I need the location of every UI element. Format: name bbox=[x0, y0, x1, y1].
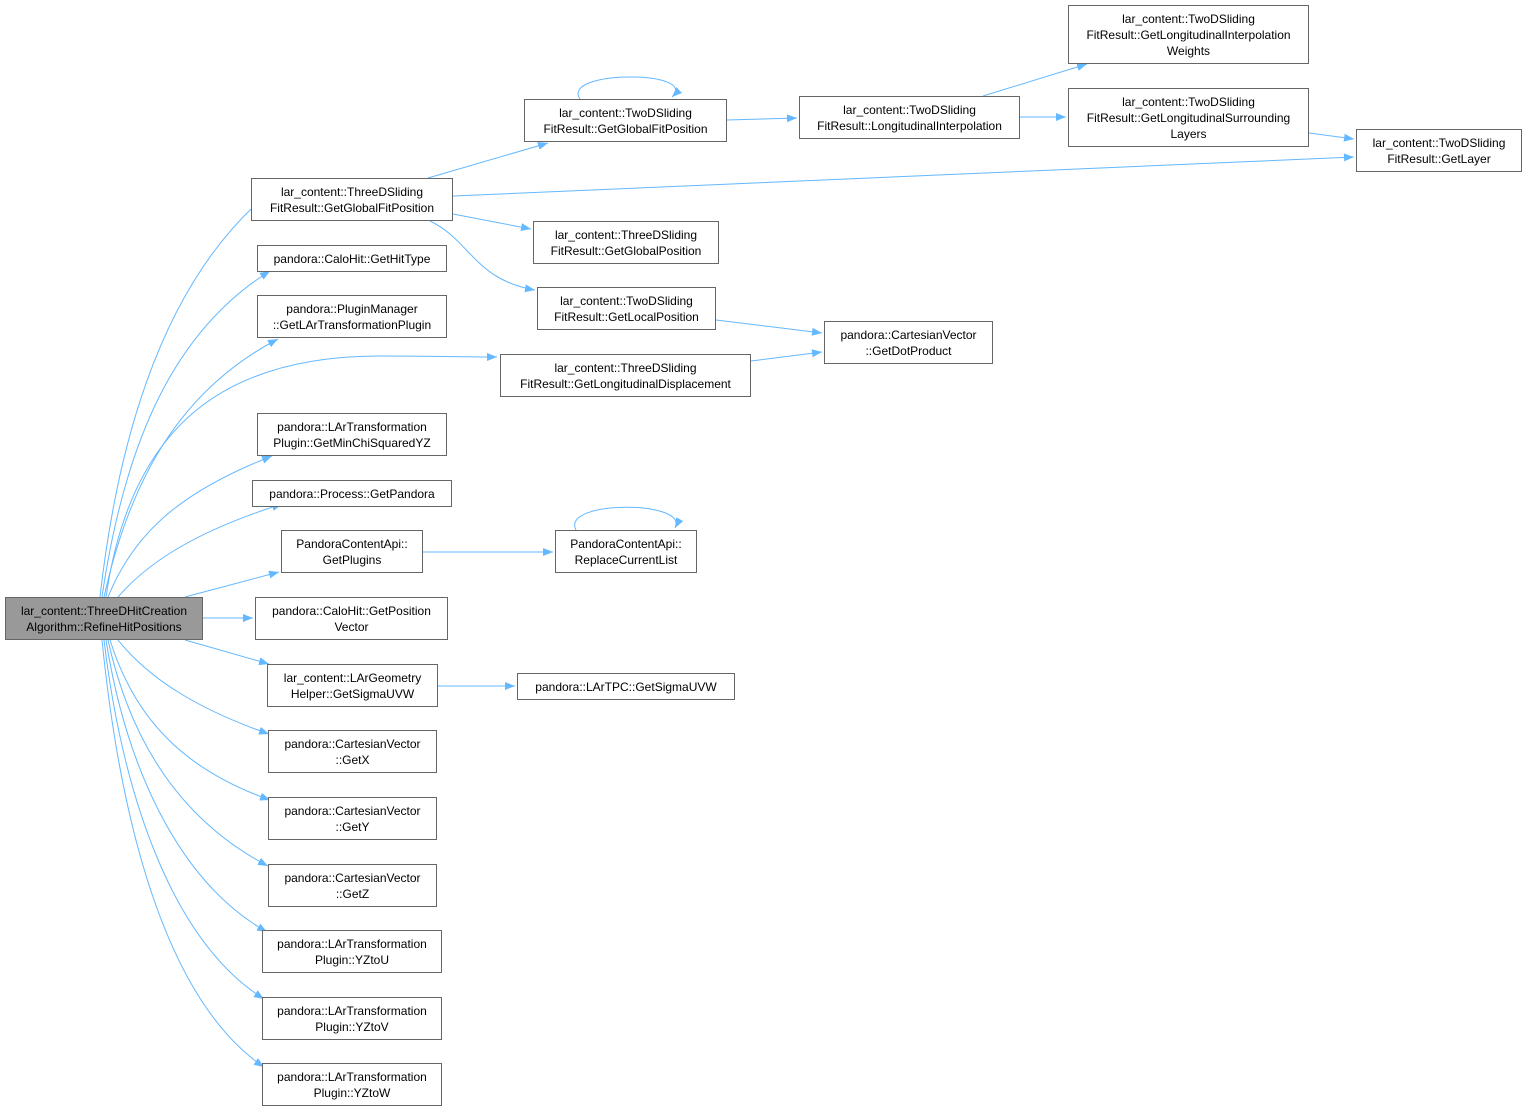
node-label: pandora::LArTransformation Plugin::GetMi… bbox=[273, 419, 431, 450]
edge-two_getglobalfitpos-to-longinterp bbox=[726, 114, 798, 123]
edge-refine-to-getminchi bbox=[107, 455, 273, 598]
node-longitudinal-interpolation[interactable]: lar_content::TwoDSliding FitResult::Long… bbox=[799, 96, 1020, 139]
node-get-z[interactable]: pandora::CartesianVector ::GetZ bbox=[268, 864, 437, 907]
node-label: lar_content::ThreeDSliding FitResult::Ge… bbox=[550, 227, 702, 258]
node-geometry-get-sigma-uvw[interactable]: lar_content::LArGeometry Helper::GetSigm… bbox=[267, 664, 438, 707]
node-label: pandora::CaloHit::GetPosition Vector bbox=[272, 603, 431, 634]
edge-refine-to-gethittype bbox=[101, 270, 271, 598]
node-label: lar_content::ThreeDSliding FitResult::Ge… bbox=[269, 184, 435, 215]
node-replace-current-list[interactable]: PandoraContentApi:: ReplaceCurrentList bbox=[555, 530, 697, 573]
node-label: lar_content::ThreeDSliding FitResult::Ge… bbox=[520, 360, 731, 391]
edge-refine-to-three_getglobalfitpos bbox=[99, 198, 263, 598]
edge-refine-to-getx bbox=[117, 639, 270, 735]
edge-refine-to-yztow bbox=[101, 639, 265, 1068]
node-label: lar_content::TwoDSliding FitResult::GetL… bbox=[1086, 94, 1291, 141]
node-yz-to-w[interactable]: pandora::LArTransformation Plugin::YZtoW bbox=[262, 1063, 442, 1106]
edge-refine-to-yztov bbox=[103, 639, 265, 1000]
node-three-get-global-position[interactable]: lar_content::ThreeDSliding FitResult::Ge… bbox=[533, 221, 719, 264]
edge-refine-to-gety bbox=[109, 639, 271, 801]
node-label: pandora::Process::GetPandora bbox=[269, 486, 435, 501]
node-label: lar_content::TwoDSliding FitResult::GetL… bbox=[554, 293, 699, 324]
node-two-get-global-fit-position[interactable]: lar_content::TwoDSliding FitResult::GetG… bbox=[524, 99, 727, 142]
node-get-x[interactable]: pandora::CartesianVector ::GetX bbox=[268, 730, 437, 773]
node-three-get-global-fit-position[interactable]: lar_content::ThreeDSliding FitResult::Ge… bbox=[251, 178, 453, 221]
node-three-get-longitudinal-displacement[interactable]: lar_content::ThreeDSliding FitResult::Ge… bbox=[500, 354, 751, 397]
node-label: pandora::LArTransformation Plugin::YZtoU bbox=[277, 936, 427, 967]
node-refine-hit-positions: lar_content::ThreeDHitCreation Algorithm… bbox=[5, 597, 203, 640]
node-get-min-chi-squared-yz[interactable]: pandora::LArTransformation Plugin::GetMi… bbox=[257, 413, 447, 456]
node-label: pandora::CartesianVector ::GetDotProduct bbox=[840, 327, 977, 358]
node-label: lar_content::TwoDSliding FitResult::GetL… bbox=[1372, 135, 1506, 166]
node-two-get-local-position[interactable]: lar_content::TwoDSliding FitResult::GetL… bbox=[537, 287, 716, 330]
node-label: lar_content::TwoDSliding FitResult::GetG… bbox=[543, 105, 708, 136]
node-yz-to-v[interactable]: pandora::LArTransformation Plugin::YZtoV bbox=[262, 997, 442, 1040]
edge-refine-to-three_getlongdisp bbox=[105, 352, 498, 598]
node-get-hit-type[interactable]: pandora::CaloHit::GetHitType bbox=[257, 245, 447, 272]
node-label: pandora::LArTPC::GetSigmaUVW bbox=[535, 679, 717, 694]
edge-refine-to-getpandora bbox=[117, 503, 283, 598]
node-get-pandora[interactable]: pandora::Process::GetPandora bbox=[252, 480, 452, 507]
edge-three_getglobalfitpos-to-two_getglobalfitpos bbox=[427, 141, 549, 179]
node-label: pandora::CartesianVector ::GetX bbox=[284, 736, 421, 767]
edge-three_getglobalfitpos-to-two_getlocalpos bbox=[429, 220, 536, 293]
edge-refine-to-geomsigma bbox=[184, 639, 270, 666]
node-label: PandoraContentApi:: ReplaceCurrentList bbox=[570, 536, 682, 567]
node-tpc-get-sigma-uvw[interactable]: pandora::LArTPC::GetSigmaUVW bbox=[517, 673, 735, 700]
edge-three_getglobalfitpos-to-three_getglobalpos bbox=[452, 213, 532, 232]
node-label: lar_content::TwoDSliding FitResult::Long… bbox=[817, 102, 1002, 133]
edge-longinterp-to-longinterpweights bbox=[982, 63, 1088, 97]
node-label: PandoraContentApi:: GetPlugins bbox=[296, 536, 408, 567]
node-longitudinal-interpolation-weights[interactable]: lar_content::TwoDSliding FitResult::GetL… bbox=[1068, 5, 1309, 64]
node-get-position-vector[interactable]: pandora::CaloHit::GetPosition Vector bbox=[255, 597, 448, 640]
edge-two_getglobalfitpos-to-two_getglobalfitpos bbox=[577, 76, 682, 100]
node-label: lar_content::TwoDSliding FitResult::GetL… bbox=[1086, 11, 1291, 58]
node-get-plugins[interactable]: PandoraContentApi:: GetPlugins bbox=[281, 530, 423, 573]
edge-longsurround-to-getlayer bbox=[1308, 132, 1355, 142]
node-label: lar_content::LArGeometry Helper::GetSigm… bbox=[283, 670, 422, 701]
node-label: pandora::PluginManager ::GetLArTransform… bbox=[272, 301, 432, 332]
edge-two_getlocalpos-to-getdot bbox=[715, 319, 823, 336]
node-yz-to-u[interactable]: pandora::LArTransformation Plugin::YZtoU bbox=[262, 930, 442, 973]
edge-three_getglobalfitpos-to-getlayer bbox=[452, 153, 1355, 197]
edge-refine-to-getz bbox=[107, 639, 269, 867]
node-longitudinal-surrounding-layers[interactable]: lar_content::TwoDSliding FitResult::GetL… bbox=[1068, 88, 1309, 147]
edge-refine-to-yztou bbox=[105, 639, 268, 933]
node-get-dot-product[interactable]: pandora::CartesianVector ::GetDotProduct bbox=[824, 321, 993, 364]
node-label: lar_content::ThreeDHitCreation Algorithm… bbox=[20, 603, 188, 634]
node-label: pandora::CartesianVector ::GetZ bbox=[284, 870, 421, 901]
edge-refine-to-getplugins bbox=[184, 570, 280, 598]
node-label: pandora::LArTransformation Plugin::YZtoW bbox=[277, 1069, 427, 1100]
node-label: pandora::LArTransformation Plugin::YZtoV bbox=[277, 1003, 427, 1034]
node-get-lar-transformation-plugin[interactable]: pandora::PluginManager ::GetLArTransform… bbox=[257, 295, 447, 338]
node-label: pandora::CartesianVector ::GetY bbox=[284, 803, 421, 834]
edge-replacecurrent-to-replacecurrent bbox=[574, 506, 684, 531]
node-get-y[interactable]: pandora::CartesianVector ::GetY bbox=[268, 797, 437, 840]
node-label: pandora::CaloHit::GetHitType bbox=[273, 251, 431, 266]
node-get-layer[interactable]: lar_content::TwoDSliding FitResult::GetL… bbox=[1356, 129, 1522, 172]
edge-three_getlongdisp-to-getdot bbox=[750, 349, 823, 362]
